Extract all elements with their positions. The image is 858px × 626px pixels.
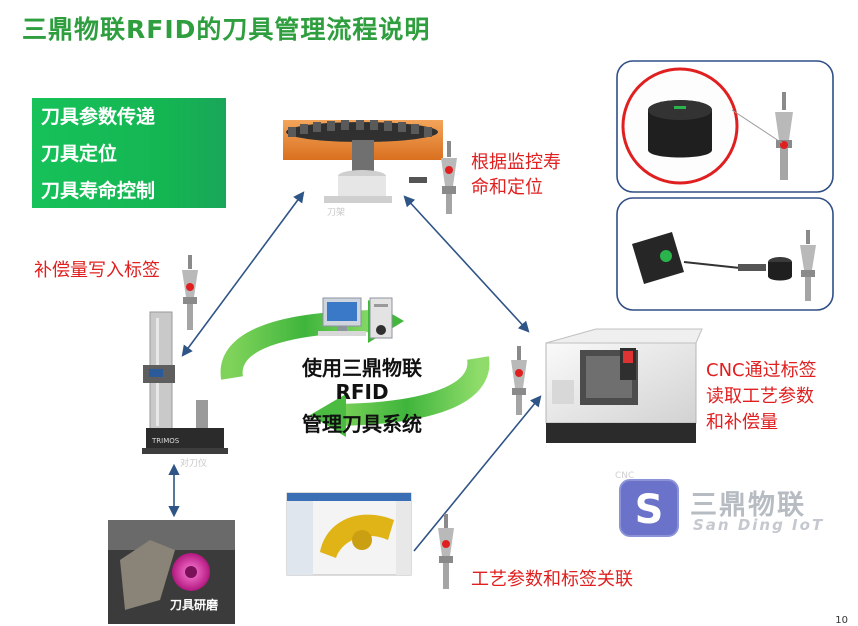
- tool-holder-presetter: [182, 255, 198, 330]
- computer-icon: [318, 297, 393, 339]
- tool-holder-cnc: [511, 346, 527, 415]
- logo-name: 三鼎物联: [690, 490, 806, 521]
- grinding-caption: 刀具研磨: [170, 598, 219, 612]
- cnc-machine-image: [545, 328, 703, 443]
- cnc-caption: CNC: [615, 471, 634, 481]
- company-logo-icon: S: [619, 479, 679, 537]
- logo-subtitle: San Ding IoT: [693, 516, 825, 534]
- preset-note: 补偿量写入标签: [34, 260, 160, 281]
- feature-item: 刀具定位: [41, 143, 118, 165]
- center-label-line3: 管理刀具系统: [302, 412, 422, 436]
- rack-note-line2: 命和定位: [471, 177, 543, 198]
- page-title: 三鼎物联RFID的刀具管理流程说明: [22, 15, 431, 44]
- rfid-reader-inset: [616, 197, 834, 311]
- center-label-line1: 使用三鼎物联: [302, 356, 422, 380]
- tool-grinding-image: [108, 520, 235, 624]
- tool-rack-image: [283, 120, 443, 203]
- feature-box: 刀具参数传递 刀具定位 刀具寿命控制: [32, 98, 226, 208]
- arrow-cad-cnc: [413, 395, 542, 552]
- rack-caption: 刀架: [327, 207, 345, 218]
- tool-holder-rack: [441, 141, 457, 214]
- cad-software-image: [286, 492, 412, 576]
- cnc-note-line3: 和补偿量: [706, 412, 778, 433]
- rfid-tag-inset: [616, 60, 834, 193]
- cnc-note-line2: 读取工艺参数: [706, 386, 814, 407]
- feature-item: 刀具参数传递: [41, 106, 156, 128]
- tool-holder-cad: [438, 514, 454, 589]
- tool-presetter-image: TRIMOS: [142, 311, 228, 454]
- center-label-line2: RFID: [335, 380, 389, 404]
- cad-note: 工艺参数和标签关联: [471, 569, 633, 590]
- arrow-rack-presetter: [181, 191, 305, 357]
- presetter-caption: 对刀仪: [180, 457, 207, 469]
- rack-note-line1: 根据监控寿: [471, 152, 561, 173]
- arrow-rack-cnc: [403, 195, 530, 333]
- presetter-brand: TRIMOS: [151, 437, 180, 445]
- feature-item: 刀具寿命控制: [41, 180, 156, 202]
- logo-letter: S: [635, 487, 664, 533]
- page-number: 10: [835, 615, 848, 626]
- cnc-note-line1: CNC通过标签: [706, 360, 817, 381]
